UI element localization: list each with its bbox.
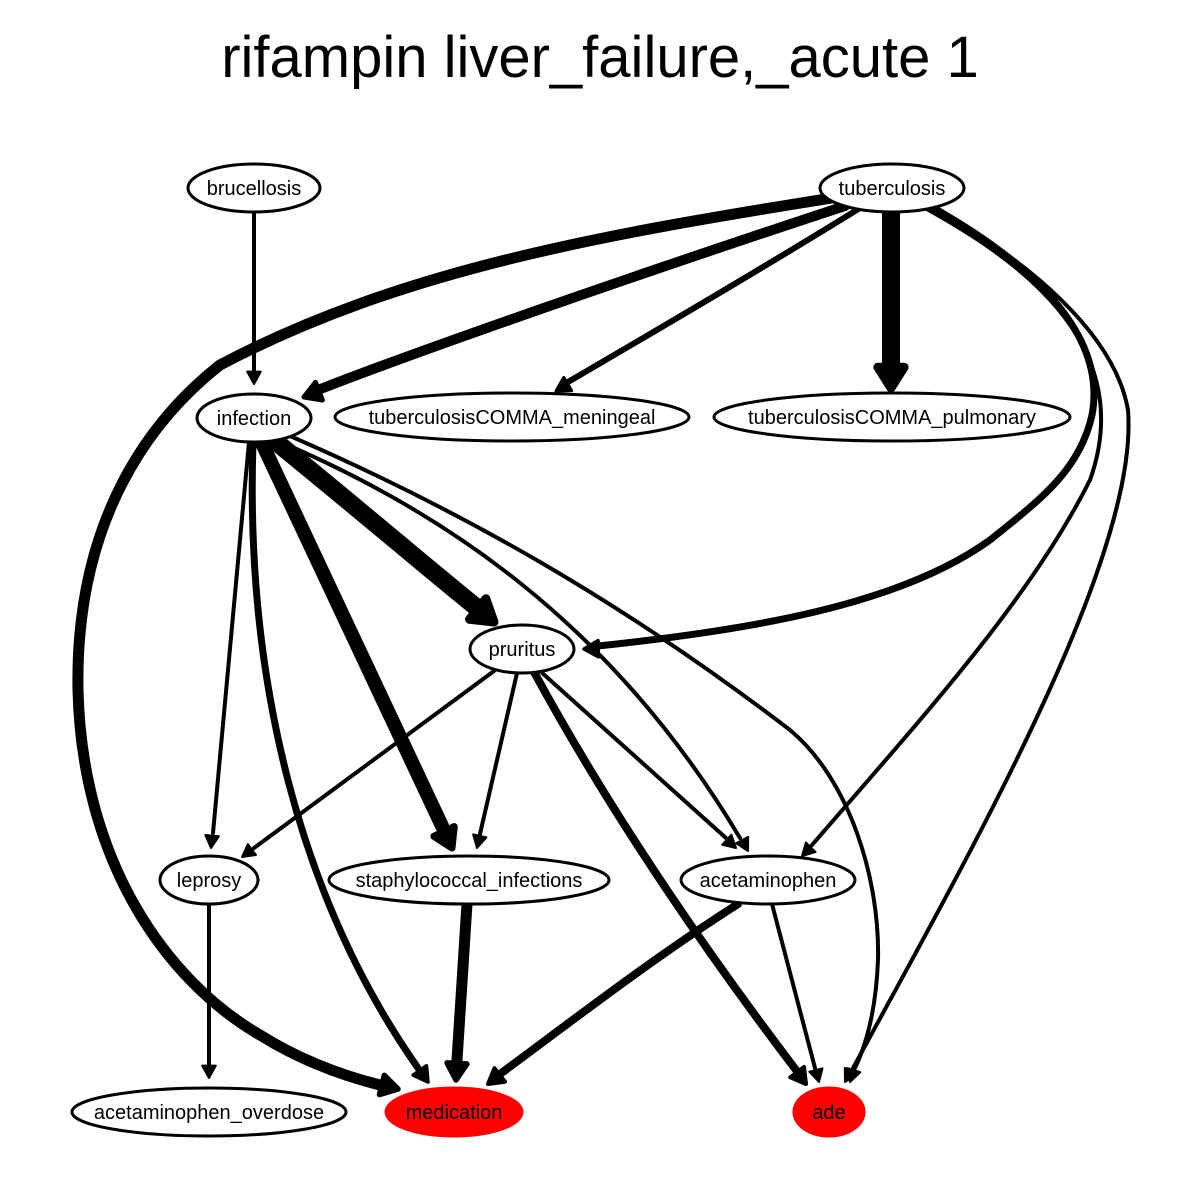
node-tb_pulmonary: tuberculosisCOMMA_pulmonary xyxy=(712,391,1072,443)
edge-tuberculosis-to-infection xyxy=(301,201,850,403)
node-ellipse xyxy=(679,854,857,906)
edge-infection-to-pruritus xyxy=(261,428,499,627)
edge-line xyxy=(252,669,496,850)
edge-acetaminophen-to-medication xyxy=(486,900,742,1086)
arrowhead-icon xyxy=(430,823,458,852)
arrowhead-icon xyxy=(808,1067,824,1083)
node-label: infection xyxy=(217,408,292,430)
edge-line xyxy=(248,438,422,1072)
arrowhead-icon xyxy=(873,362,909,393)
edge-line xyxy=(530,668,800,1074)
node-tuberculosis: tuberculosis xyxy=(818,162,966,214)
arrowhead-icon xyxy=(472,833,488,849)
edge-line xyxy=(770,902,817,1070)
edge-infection-to-acetaminophen xyxy=(274,438,750,852)
edge-staph-to-medication xyxy=(444,898,473,1083)
node-leprosy: leprosy xyxy=(158,854,260,906)
edge-tuberculosis-to-medication xyxy=(72,192,838,1098)
node-ellipse xyxy=(468,623,576,675)
arrowhead-icon xyxy=(721,833,737,849)
edge-leprosy-to-acet_overdose xyxy=(201,902,217,1079)
node-infection: infection xyxy=(195,392,313,444)
node-ellipse xyxy=(384,1086,524,1138)
arrowhead-icon xyxy=(376,1072,401,1098)
node-label: staphylococcal_infections xyxy=(356,870,583,892)
edge-line xyxy=(211,440,251,835)
edge-infection-to-medication xyxy=(248,438,430,1084)
edge-line xyxy=(810,206,1104,847)
node-label: ade xyxy=(812,1102,845,1124)
arrowhead-icon xyxy=(241,843,257,858)
node-staph: staphylococcal_infections xyxy=(327,854,611,906)
node-ade: ade xyxy=(792,1086,866,1138)
node-ellipse xyxy=(818,162,966,214)
edge-infection-to-leprosy xyxy=(204,440,251,849)
edge-line xyxy=(496,900,742,1078)
node-label: tuberculosis xyxy=(839,178,946,200)
edge-line xyxy=(850,204,1131,1072)
edge-tuberculosis-to-acetaminophen xyxy=(801,206,1104,857)
edge-line xyxy=(565,205,863,385)
node-label: tuberculosisCOMMA_pulmonary xyxy=(748,407,1036,429)
node-ellipse xyxy=(70,1086,348,1138)
node-ellipse xyxy=(158,854,260,906)
arrowhead-icon xyxy=(246,370,262,385)
arrowhead-icon xyxy=(486,1066,507,1086)
edge-pruritus-to-leprosy xyxy=(241,669,496,858)
node-label: medication xyxy=(406,1102,503,1124)
edge-line xyxy=(72,192,838,1091)
edge-infection-to-ade xyxy=(288,434,881,1083)
edge-acetaminophen-to-ade xyxy=(770,902,824,1083)
nodes-layer: brucellosis tuberculosis infection tubercul… xyxy=(70,162,1072,1138)
edge-brucellosis-to-infection xyxy=(246,210,262,385)
node-ellipse xyxy=(327,854,611,906)
arrowhead-icon xyxy=(301,379,325,403)
edge-line xyxy=(594,202,1098,650)
node-ellipse xyxy=(792,1086,866,1138)
edge-line xyxy=(313,201,850,395)
node-ellipse xyxy=(333,391,691,443)
edge-infection-to-staph xyxy=(254,434,458,852)
node-acet_overdose: acetaminophen_overdose xyxy=(70,1086,348,1138)
node-label: acetaminophen xyxy=(700,870,837,892)
arrowhead-icon xyxy=(465,594,499,627)
node-label: leprosy xyxy=(177,870,241,892)
node-pruritus: pruritus xyxy=(468,623,576,675)
node-ellipse xyxy=(195,392,313,444)
arrowhead-icon xyxy=(444,1060,470,1083)
arrowhead-icon xyxy=(411,1063,430,1084)
arrowhead-icon xyxy=(201,1064,217,1079)
edge-tuberculosis-to-tb_pulmonary xyxy=(873,202,909,393)
node-ellipse xyxy=(186,162,322,214)
edge-pruritus-to-staph xyxy=(472,671,519,849)
arrowhead-icon xyxy=(735,835,750,852)
node-acetaminophen: acetaminophen xyxy=(679,854,857,906)
node-label: pruritus xyxy=(489,639,556,661)
node-label: acetaminophen_overdose xyxy=(94,1102,324,1124)
edges-layer xyxy=(72,192,1131,1098)
node-brucellosis: brucellosis xyxy=(186,162,322,214)
diagram-title: rifampin liver_failure,_acute 1 xyxy=(221,25,979,90)
edge-line xyxy=(261,428,485,616)
arrowhead-icon xyxy=(846,1067,862,1083)
node-label: brucellosis xyxy=(207,178,301,200)
edge-line xyxy=(538,669,728,840)
node-medication: medication xyxy=(384,1086,524,1138)
edge-line xyxy=(478,671,519,836)
arrowhead-icon xyxy=(788,1065,808,1086)
node-label: tuberculosisCOMMA_meningeal xyxy=(369,407,656,429)
edge-line xyxy=(451,898,473,1066)
arrowhead-icon xyxy=(801,841,817,857)
edge-line xyxy=(254,434,449,833)
edge-pruritus-to-acetaminophen xyxy=(538,669,737,849)
edge-tuberculosis-to-tb_meningeal xyxy=(554,205,863,393)
edge-line xyxy=(288,434,881,1070)
arrowhead-icon xyxy=(204,834,220,849)
node-tb_meningeal: tuberculosisCOMMA_meningeal xyxy=(333,391,691,443)
node-ellipse xyxy=(712,391,1072,443)
arrowhead-icon xyxy=(554,375,574,393)
edge-pruritus-to-ade xyxy=(530,668,808,1086)
edge-line xyxy=(274,438,742,840)
